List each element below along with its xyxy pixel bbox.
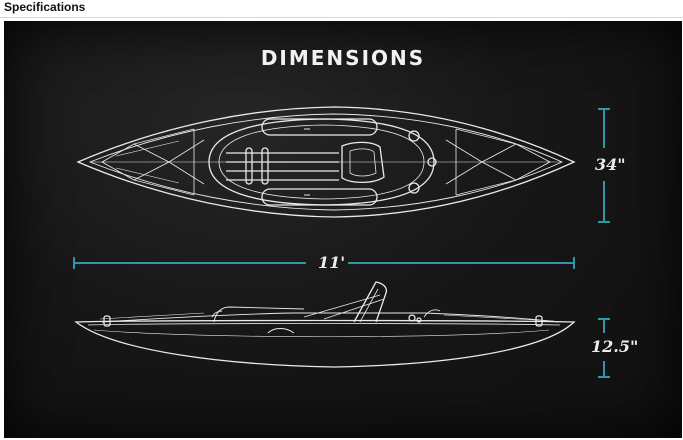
section-title: Specifications	[4, 0, 86, 14]
width-label: 34"	[595, 155, 626, 174]
graphic-title: DIMENSIONS	[260, 46, 426, 70]
dimension-lines	[73, 108, 610, 378]
height-label: 12.5"	[591, 337, 639, 356]
kayak-diagram	[73, 106, 610, 378]
kayak-side-view	[74, 281, 576, 368]
kayak-top-view	[76, 106, 576, 218]
dimensions-graphic: DIMENSIONS	[4, 21, 682, 438]
length-label: 11'	[318, 253, 346, 272]
section-divider	[0, 17, 683, 18]
